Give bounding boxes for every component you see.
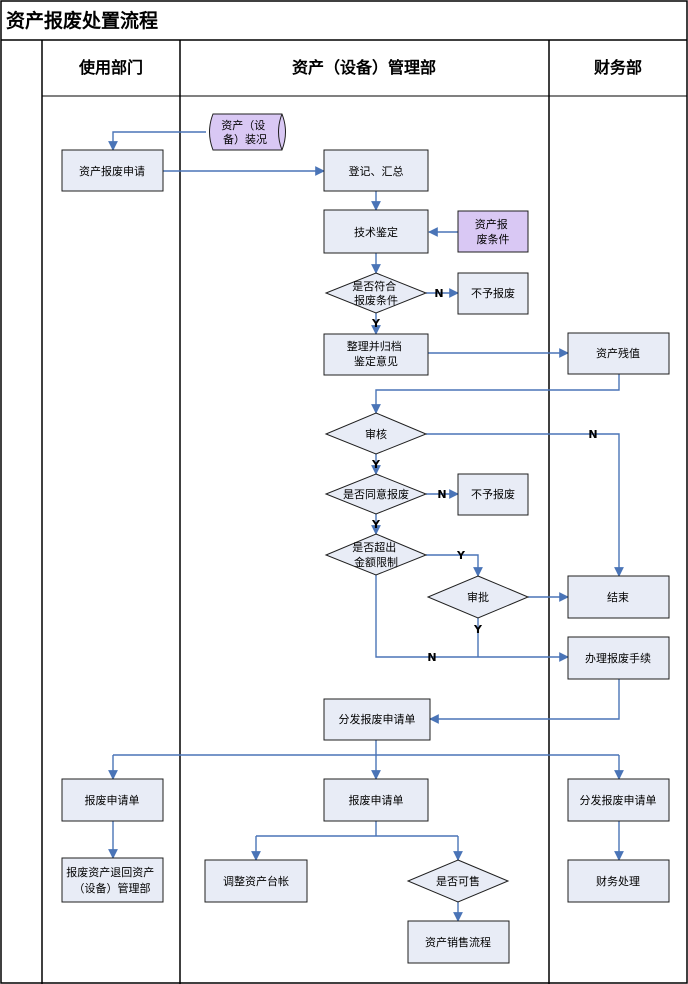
node-sales-process-text: 资产销售流程: [425, 935, 491, 949]
edge-label-review-yes: Y: [371, 458, 381, 471]
node-saleable-text: 是否可售: [436, 874, 480, 888]
node-archive-opinion-line1: 整理并归档: [347, 339, 402, 353]
node-register: 登记、汇总: [323, 149, 429, 192]
node-end-text: 结束: [607, 591, 629, 604]
node-form-use: 报废申请单: [61, 778, 164, 822]
node-no-scrap-1-text: 不予报废: [471, 286, 515, 300]
node-scrap-condition: 资产报 废条件: [457, 210, 529, 253]
svg-text:是否超出 金额限制: 是否超出 金额限制: [352, 540, 400, 569]
node-distribute-fin: 分发报废申请单: [567, 778, 670, 822]
node-meet-condition-line2: 报废条件: [354, 293, 398, 307]
node-finance-process: 财务处理: [567, 859, 670, 903]
node-asset-status-line2: 备）装况: [223, 132, 267, 146]
lane-header-use-dept: 使用部门: [78, 58, 143, 77]
node-form-asset: 报废申请单: [323, 778, 429, 822]
node-return-asset-line1: 报废资产退回资产: [66, 865, 154, 879]
svg-text:是否符合 报废条件: 是否符合 报废条件: [352, 279, 400, 307]
node-no-scrap-2-text: 不予报废: [471, 487, 515, 501]
node-sales-process: 资产销售流程: [407, 920, 510, 964]
node-exceed-limit: 是否超出 金额限制: [324, 533, 428, 576]
edge-label-review-no: N: [588, 428, 597, 441]
node-return-asset: 报废资产退回资产 （设备）管理部: [61, 857, 164, 903]
node-approve-text: 审批: [467, 590, 489, 604]
node-exceed-limit-line2: 金额限制: [354, 555, 398, 569]
node-distribute-fin-text: 分发报废申请单: [580, 793, 657, 807]
node-process-scrap-text: 办理报废手续: [585, 651, 651, 665]
node-residual-value-text: 资产残值: [596, 346, 640, 360]
page-title: 资产报废处置流程: [6, 9, 158, 32]
node-archive-opinion: 整理并归档 鉴定意见: [323, 333, 429, 376]
node-form-use-text: 报废申请单: [85, 793, 140, 807]
edge-label-agree-yes: Y: [371, 518, 381, 531]
node-distribute-form-text: 分发报废申请单: [339, 712, 416, 726]
node-scrap-condition-line1: 资产报: [475, 217, 508, 231]
node-no-scrap-1: 不予报废: [457, 272, 529, 315]
node-agree-scrap-text: 是否同意报废: [343, 487, 409, 501]
edge-label-exceed-no: N: [427, 651, 436, 664]
edge-labels: N Y N Y N Y Y Y N: [371, 287, 598, 664]
edge-label-exceed-yes: Y: [456, 549, 466, 562]
svg-text:整理并归档 鉴定意见: 整理并归档 鉴定意见: [347, 339, 406, 368]
svg-text:报废资产退回资产 （设备）管理部: 报废资产退回资产 （设备）管理部: [66, 865, 158, 895]
node-apply: 资产报废申请: [61, 149, 164, 192]
node-scrap-condition-line2: 废条件: [477, 232, 510, 246]
node-meet-condition: 是否符合 报废条件: [324, 272, 428, 314]
node-agree-scrap: 是否同意报废: [324, 473, 428, 515]
node-asset-status: 资产（设 备）装况: [209, 113, 286, 151]
edge-label-agree-no: N: [437, 488, 446, 501]
node-residual-value: 资产残值: [567, 332, 670, 375]
node-tech-appraisal: 技术鉴定: [323, 209, 429, 254]
node-review-text: 审核: [365, 427, 387, 441]
node-meet-condition-line1: 是否符合: [352, 279, 396, 293]
node-end: 结束: [567, 575, 670, 619]
lane-header-finance: 财务部: [593, 58, 642, 77]
node-adjust-ledger: 调整资产台帐: [204, 859, 308, 903]
lane-header-asset-dept: 资产（设备）管理部: [292, 58, 436, 77]
node-form-asset-text: 报废申请单: [349, 793, 404, 807]
node-process-scrap: 办理报废手续: [567, 636, 670, 680]
node-tech-appraisal-text: 技术鉴定: [354, 225, 398, 239]
node-no-scrap-2: 不予报废: [457, 473, 529, 516]
node-saleable: 是否可售: [406, 859, 510, 903]
node-approve: 审批: [426, 575, 530, 619]
node-archive-opinion-line2: 鉴定意见: [354, 354, 398, 368]
node-finance-process-text: 财务处理: [596, 874, 640, 888]
node-adjust-ledger-text: 调整资产台帐: [223, 874, 289, 888]
edge-label-approve-yes: Y: [473, 623, 483, 636]
edge-label-meet-no: N: [434, 287, 443, 300]
svg-text:资产（设 备）装况: 资产（设 备）装况: [221, 118, 269, 146]
node-review: 审核: [324, 412, 428, 455]
node-asset-status-line1: 资产（设: [221, 118, 265, 132]
node-register-text: 登记、汇总: [349, 164, 404, 178]
node-exceed-limit-line1: 是否超出: [352, 540, 396, 554]
connectors: [108, 131, 624, 922]
edge-label-meet-yes: Y: [371, 317, 381, 330]
node-distribute-form: 分发报废申请单: [323, 698, 431, 741]
svg-text:资产报 废条件: 资产报 废条件: [475, 217, 512, 246]
node-apply-text: 资产报废申请: [79, 164, 145, 178]
node-return-asset-line2: （设备）管理部: [74, 881, 151, 895]
